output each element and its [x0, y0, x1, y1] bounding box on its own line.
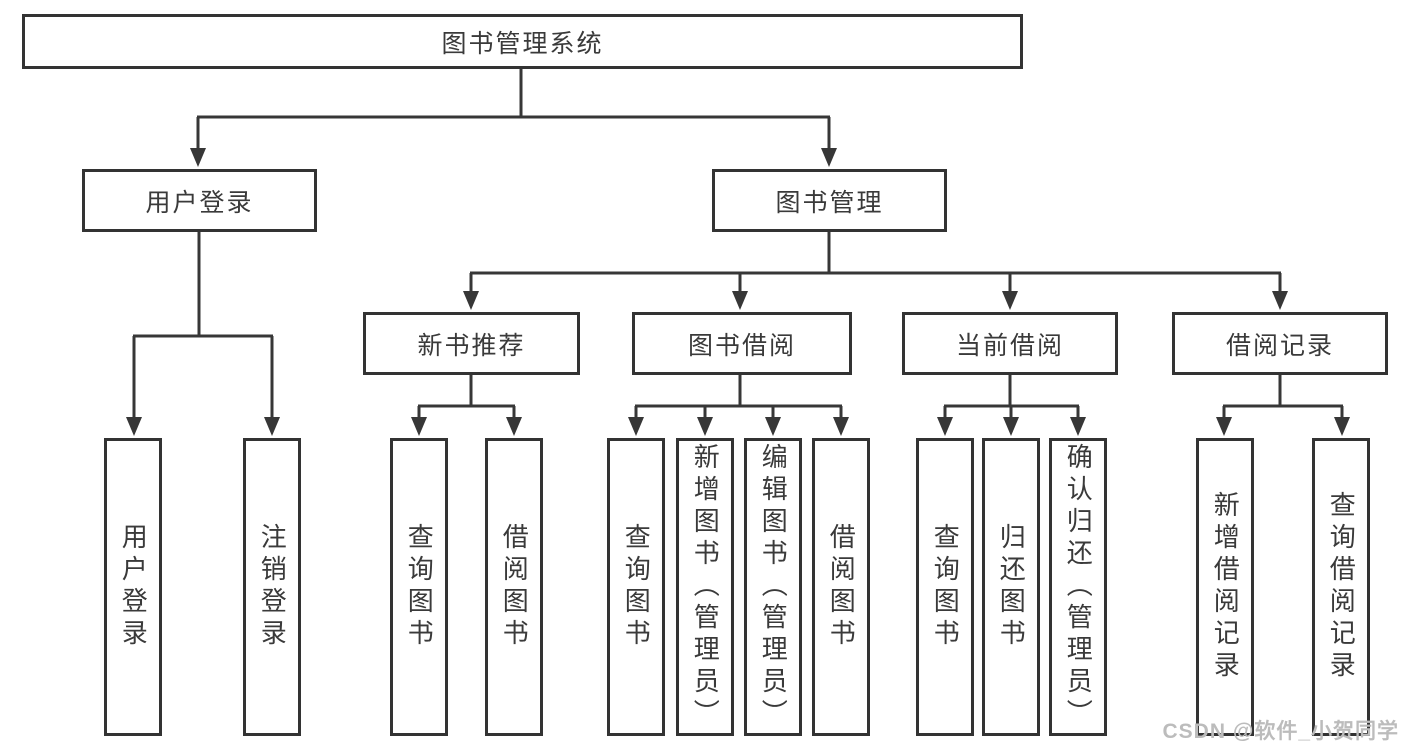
arrowhead: [126, 417, 142, 436]
leaf-query-books-recommend: 查询图书: [390, 438, 448, 736]
leaf-confirm-return-admin: 确认归还（管理员）: [1049, 438, 1107, 736]
connector-book-management-group: [469, 230, 1282, 292]
leaf-query-books-borrow: 查询图书: [607, 438, 665, 736]
connector-user-login-group: [132, 230, 274, 418]
leaf-user-login: 用户登录: [104, 438, 162, 736]
arrowhead: [732, 291, 748, 310]
arrowhead: [1003, 417, 1019, 436]
leaf-query-books-current: 查询图书: [916, 438, 974, 736]
arrowhead: [463, 291, 479, 310]
leaf-add-borrow-record: 新增借阅记录: [1196, 438, 1254, 736]
connector-new-book-group: [417, 373, 516, 418]
leaf-borrow-books-recommend: 借阅图书: [485, 438, 543, 736]
arrowhead: [765, 417, 781, 436]
connector-lines: [132, 67, 1344, 418]
connector-level1: [196, 67, 831, 149]
node-current-borrowing: 当前借阅: [902, 312, 1118, 375]
arrowhead: [506, 417, 522, 436]
leaf-add-book-admin: 新增图书（管理员）: [676, 438, 734, 736]
arrowhead: [190, 148, 206, 167]
connector-borrow-record-group: [1222, 373, 1344, 418]
node-new-book-recommend: 新书推荐: [363, 312, 580, 375]
node-book-borrowing: 图书借阅: [632, 312, 852, 375]
arrowhead: [1334, 417, 1350, 436]
csdn-watermark: CSDN @软件_小贺同学: [1162, 720, 1399, 743]
arrowheads: [126, 148, 1350, 436]
arrowhead: [937, 417, 953, 436]
arrowhead: [264, 417, 280, 436]
arrowhead: [833, 417, 849, 436]
connector-current-borrow-group: [943, 373, 1080, 418]
arrowhead: [697, 417, 713, 436]
node-root-system: 图书管理系统: [22, 14, 1023, 69]
arrowhead: [628, 417, 644, 436]
arrowhead: [1002, 291, 1018, 310]
arrowhead: [1272, 291, 1288, 310]
node-book-management: 图书管理: [712, 169, 947, 232]
arrowhead: [1216, 417, 1232, 436]
leaf-borrow-books-borrow: 借阅图书: [812, 438, 870, 736]
leaf-logout: 注销登录: [243, 438, 301, 736]
connector-book-borrow-group: [634, 373, 843, 418]
leaf-edit-book-admin: 编辑图书（管理员）: [744, 438, 802, 736]
leaf-query-borrow-record: 查询借阅记录: [1312, 438, 1370, 736]
leaf-return-books: 归还图书: [982, 438, 1040, 736]
node-borrow-records: 借阅记录: [1172, 312, 1388, 375]
arrowhead: [1070, 417, 1086, 436]
node-user-login: 用户登录: [82, 169, 317, 232]
arrowhead: [821, 148, 837, 167]
arrowhead: [411, 417, 427, 436]
